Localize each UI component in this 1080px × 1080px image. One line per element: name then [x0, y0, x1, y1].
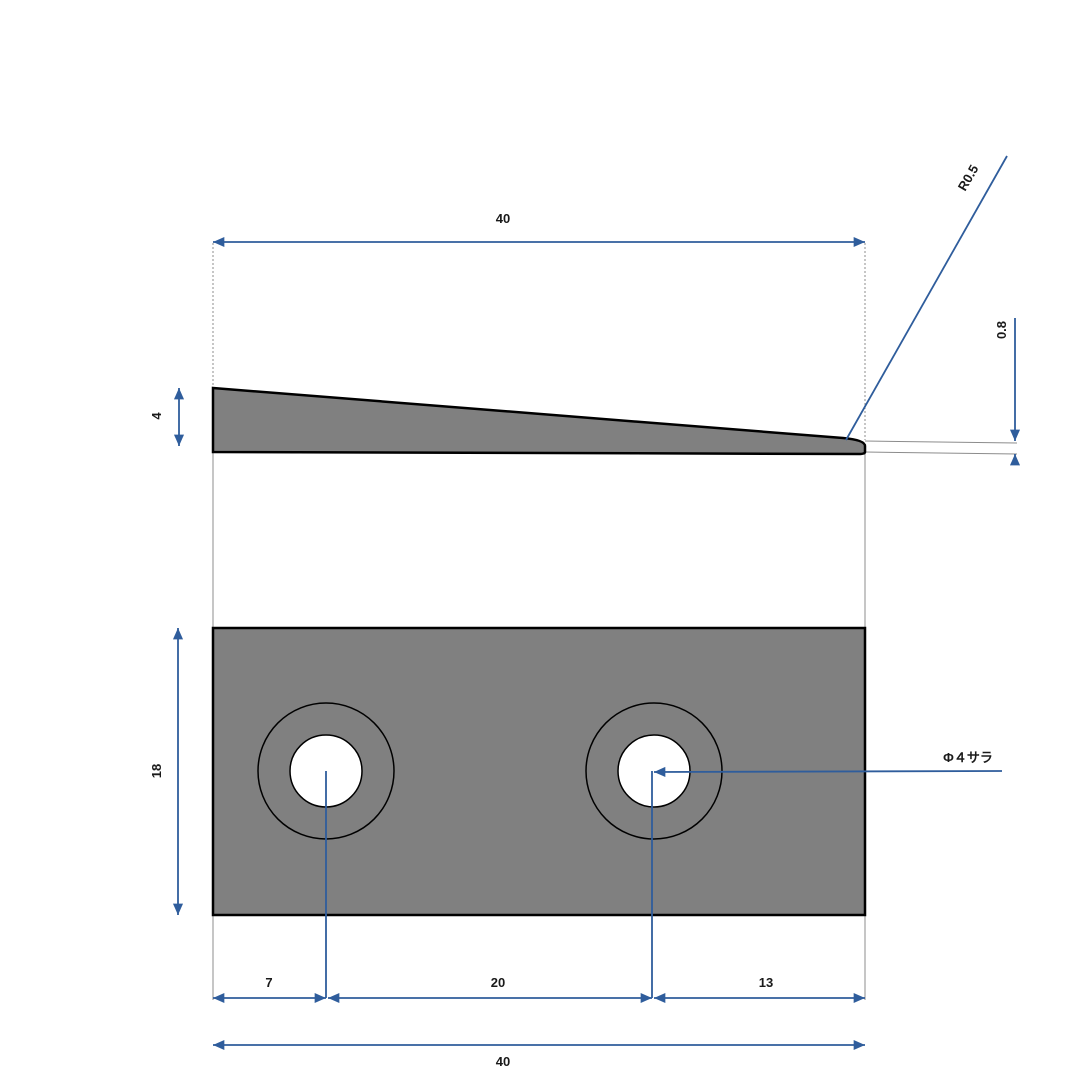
dim-text-offset-right: 13	[759, 975, 773, 990]
ext-line-tip-top	[864, 440, 1018, 444]
extension-lines	[212, 243, 1018, 1000]
leader-hole-callout	[653, 766, 1003, 778]
callout-hole-spec: Φ４サラ	[943, 750, 993, 765]
dim-text-tip-radius: R0.5	[955, 162, 982, 193]
dim-text-plate-height: 18	[149, 764, 164, 778]
dim-text-hole-spacing: 20	[491, 975, 505, 990]
dim-text-bottom-width: 40	[496, 1054, 510, 1069]
wedge-side-view	[211, 386, 867, 456]
dimension-lines	[172, 155, 1021, 1051]
leader-tip-radius	[845, 155, 1008, 441]
ext-line-tip-bottom	[864, 451, 1018, 455]
dim-text-tip-thickness: 0.8	[994, 321, 1009, 339]
dim-text-offset-left: 7	[265, 975, 272, 990]
dim-text-top-width: 40	[496, 211, 510, 226]
through-hole-circle	[617, 734, 691, 808]
dim-text-wedge-height: 4	[149, 412, 164, 420]
